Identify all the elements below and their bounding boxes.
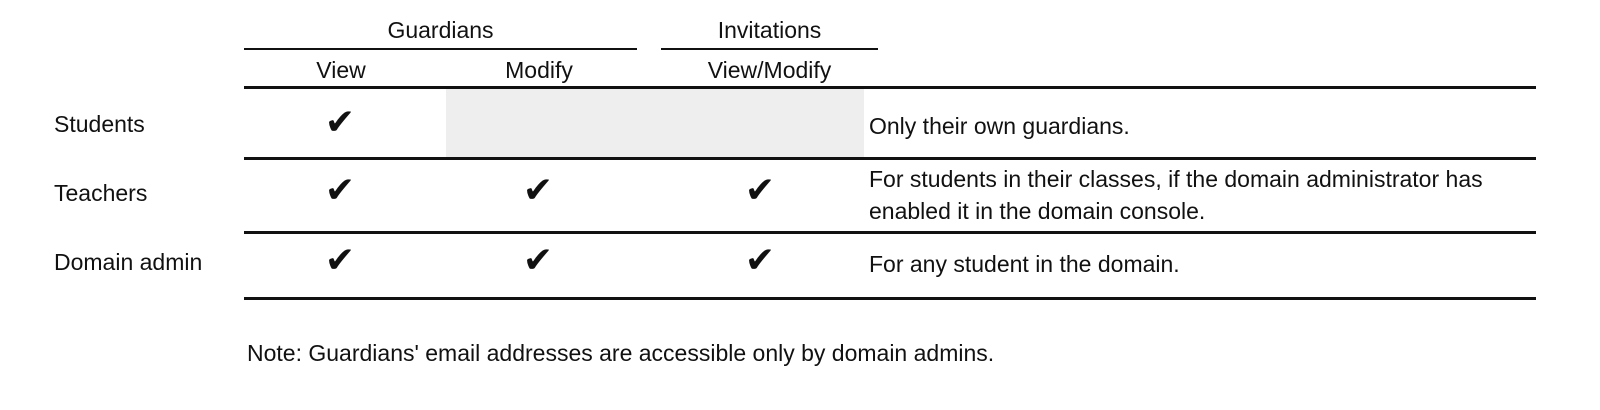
column-header-view: View <box>316 57 366 83</box>
column-header-view-modify: View/Modify <box>707 57 832 83</box>
column-group-rule-invitations <box>661 48 878 50</box>
table-bottom-rule <box>244 297 1536 300</box>
column-header-modify: Modify <box>505 57 573 83</box>
column-group-header-invitations: Invitations <box>717 17 822 43</box>
table-footnote: Note: Guardians' email addresses are acc… <box>247 340 995 366</box>
column-group-header-guardians: Guardians <box>387 17 494 43</box>
row-description-domain-admin: For any student in the domain. <box>869 251 1180 277</box>
row-label-domain-admin: Domain admin <box>54 249 203 275</box>
row-label-teachers: Teachers <box>54 180 148 206</box>
table-header-rule <box>244 86 1536 89</box>
row-label-students: Students <box>54 111 145 137</box>
column-group-rule-guardians <box>244 48 637 50</box>
disabled-cell-students-modify <box>446 89 864 157</box>
table-row-rule-2 <box>244 231 1536 234</box>
row-description-students: Only their own guardians. <box>869 113 1130 139</box>
check-icon-domain-admin-view: ✔ <box>324 240 356 281</box>
check-icon-domain-admin-modify: ✔ <box>522 240 554 281</box>
check-icon-teachers-view-modify: ✔ <box>744 170 776 211</box>
row-description-teachers: For students in their classes, if the do… <box>869 166 1483 224</box>
check-icon-teachers-view: ✔ <box>324 170 356 211</box>
table-row-rule-1 <box>244 157 1536 160</box>
check-icon-teachers-modify: ✔ <box>522 170 554 211</box>
check-icon-students-view: ✔ <box>324 102 356 143</box>
check-icon-domain-admin-view-modify: ✔ <box>744 240 776 281</box>
